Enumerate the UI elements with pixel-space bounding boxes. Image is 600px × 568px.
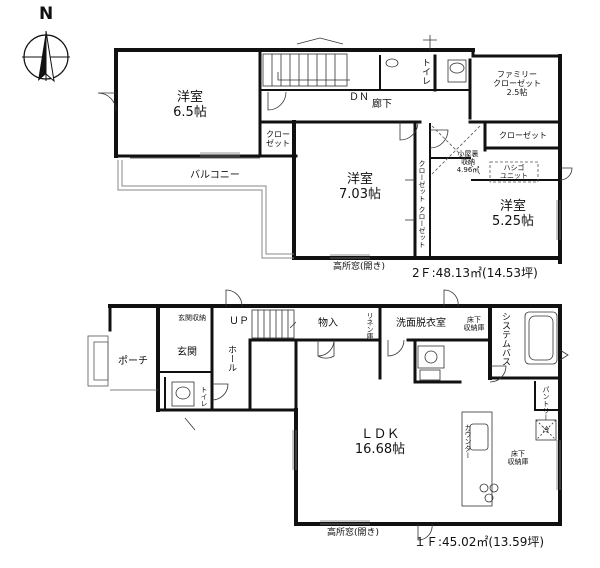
storage-label: 物入: [318, 318, 338, 329]
room-name: ＬＤＫ: [360, 427, 400, 442]
underfloor-storage-1: 床下 収納庫: [463, 316, 485, 332]
doors-2f: [97, 35, 573, 221]
toilet-2f-fixture: [385, 58, 467, 83]
washroom-label: 洗面脱衣室: [396, 318, 446, 329]
stairs-dn: ＤＮ: [349, 92, 369, 103]
attic-storage: 小屋裏 収納 4.96㎡: [456, 150, 480, 174]
stairs-2f: [262, 37, 350, 87]
pantry-label: パントリー: [542, 386, 550, 421]
balcony: [117, 157, 294, 259]
toilet-2f: トイレ: [420, 58, 430, 85]
underfloor-storage-2: 床下 収納庫: [507, 450, 529, 466]
room-western-5-25: 洋室 5.25帖: [478, 199, 548, 229]
closet-vertical-2: クローゼット: [418, 206, 426, 248]
room-size: 5.25帖: [492, 214, 534, 229]
floor1-area: １Ｆ:45.02㎡(13.59坪): [414, 535, 545, 549]
doors-1f: [184, 289, 507, 541]
closet-vertical-1: クローゼット: [418, 160, 426, 202]
hall-label: ホール: [226, 345, 236, 372]
porch-label: ポーチ: [118, 356, 148, 367]
floor2-area: 2Ｆ:48.13㎡(14.53坪): [412, 266, 538, 280]
stairs-1f: [251, 309, 297, 339]
corridor-2f: 廊下: [372, 99, 392, 110]
room-western-6-5: 洋室 6.5帖: [160, 90, 220, 120]
ladder-unit: ハシゴ ユニット: [500, 164, 528, 180]
high-window-1f: 高所窓(開き): [327, 528, 380, 538]
room-name: 洋室: [176, 90, 203, 105]
toilet-1f: トイレ: [200, 386, 208, 407]
system-bath-label: システムバス: [500, 312, 510, 366]
porch: [87, 335, 158, 391]
bathtub: [524, 311, 569, 365]
room-western-7-03: 洋室 7.03帖: [325, 172, 395, 202]
family-closet-name: ファミリー クローゼット: [493, 70, 541, 88]
compass-letter: N: [39, 4, 54, 24]
closet-small-2f: クロー ゼット: [266, 130, 290, 148]
shoe-storage-label: 玄関収納: [178, 314, 206, 322]
room-ldk: ＬＤＫ 16.68帖: [345, 427, 415, 457]
floor2-walls: [114, 48, 562, 264]
windows: [200, 152, 561, 525]
room-size: 7.03帖: [339, 187, 381, 202]
room-size: 6.5帖: [173, 105, 207, 120]
fixtures-1f: [171, 345, 557, 507]
room-size: 16.68帖: [354, 442, 406, 457]
refrigerator-label: 冷: [542, 426, 550, 434]
closet-right-2f: クローゼット: [499, 131, 547, 140]
entrance-label: 玄関: [177, 347, 197, 358]
counter-label: カウンター: [464, 424, 472, 459]
family-closet: ファミリー クローゼット 2.5帖: [475, 70, 559, 97]
high-window-2f: 高所窓(開き): [333, 262, 386, 272]
room-name: 洋室: [346, 172, 373, 187]
linen-label: リネン庫: [366, 312, 374, 340]
stairs-up: ＵＰ: [229, 316, 249, 327]
room-name: 洋室: [499, 199, 526, 214]
attic-outline: [431, 125, 539, 183]
family-closet-size: 2.5帖: [506, 88, 528, 97]
balcony-label: バルコニー: [190, 170, 240, 181]
north-arrow-icon: [22, 30, 70, 83]
